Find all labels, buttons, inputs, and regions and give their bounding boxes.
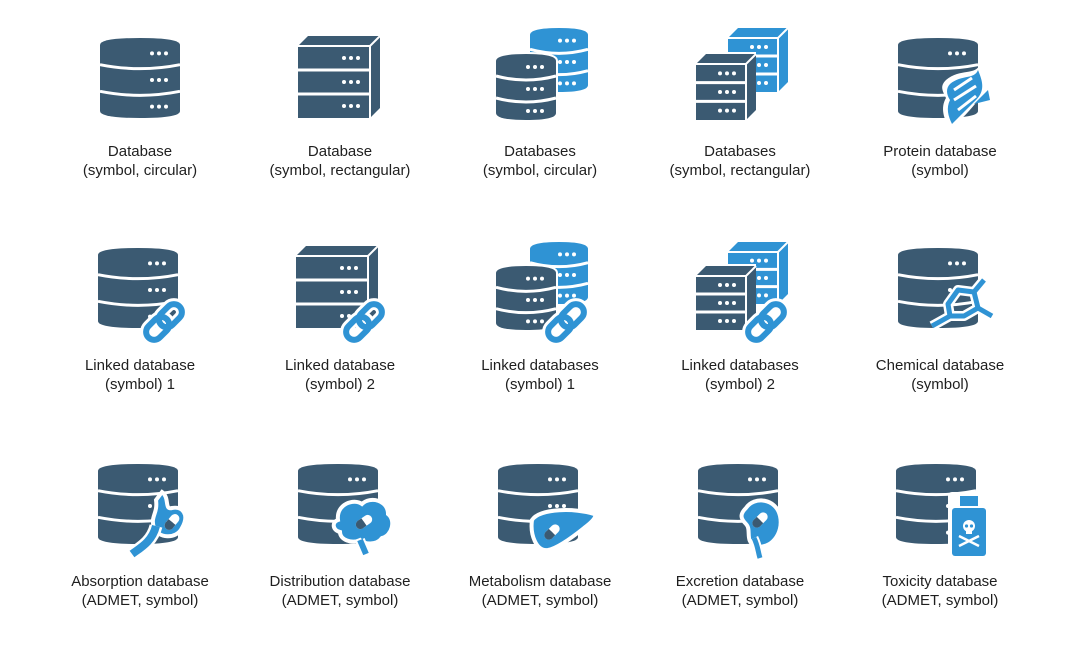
icon-label: Database (symbol, rectangular) bbox=[240, 142, 440, 180]
icon-label-line2: (symbol) 1 bbox=[504, 376, 575, 393]
icon-label-line2: (ADMET, symbol) bbox=[881, 592, 999, 609]
databases-circular-tile: Databases (symbol, circular) bbox=[440, 28, 640, 180]
database-rectangular-icon bbox=[298, 35, 381, 118]
distribution-database-icon bbox=[297, 464, 395, 556]
databases-circular-icon bbox=[494, 28, 589, 123]
icon-label-line1: Excretion database bbox=[675, 573, 805, 590]
icon-label-line2: (symbol) 2 bbox=[704, 376, 775, 393]
icon-label-line1: Database bbox=[107, 143, 173, 160]
linked-database-2-tile: Linked database (symbol) 2 bbox=[240, 242, 440, 394]
icon-label-line1: Databases bbox=[704, 143, 776, 160]
excretion-database-tile: Excretion database (ADMET, symbol) bbox=[640, 458, 840, 610]
icon-label-line2: (symbol, rectangular) bbox=[269, 162, 411, 179]
linked-database-2-icon bbox=[296, 245, 388, 346]
database-circular-tile: Database (symbol, circular) bbox=[40, 28, 240, 180]
protein-database-icon bbox=[897, 38, 990, 128]
metabolism-database-tile: Metabolism database (ADMET, symbol) bbox=[440, 458, 640, 610]
icon-label: Distribution database (ADMET, symbol) bbox=[240, 572, 440, 610]
icon-label: Linked databases (symbol) 2 bbox=[640, 356, 840, 394]
databases-rectangular-tile: Databases (symbol, rectangular) bbox=[640, 27, 840, 180]
icon-label-line1: Metabolism database bbox=[468, 573, 612, 590]
database-rectangular-tile: Database (symbol, rectangular) bbox=[240, 28, 440, 180]
chemical-database-icon bbox=[897, 248, 995, 331]
icon-label-line2: (symbol) 2 bbox=[304, 376, 375, 393]
toxicity-database-tile: Toxicity database (ADMET, symbol) bbox=[840, 458, 1040, 610]
linked-database-1-icon bbox=[97, 248, 188, 346]
linked-databases-2-tile: Linked databases (symbol) 2 bbox=[640, 241, 840, 394]
icon-label: Absorption database (ADMET, symbol) bbox=[40, 572, 240, 610]
icon-label-line1: Toxicity database bbox=[882, 573, 998, 590]
chemical-database-tile: Chemical database (symbol) bbox=[840, 242, 1040, 394]
linked-databases-1-tile: Linked databases (symbol) 1 bbox=[440, 242, 640, 394]
database-circular-icon bbox=[99, 38, 181, 118]
icon-label: Linked database (symbol) 2 bbox=[240, 356, 440, 394]
icon-label-line2: (ADMET, symbol) bbox=[681, 592, 799, 609]
icon-label-line2: (symbol) bbox=[911, 376, 969, 393]
icon-label-line1: Database bbox=[307, 143, 373, 160]
icon-label-line2: (symbol, circular) bbox=[82, 162, 198, 179]
linked-databases-1-icon bbox=[494, 242, 590, 346]
icon-label-line1: Linked database bbox=[284, 357, 396, 374]
linked-database-1-tile: Linked database (symbol) 1 bbox=[40, 242, 240, 394]
databases-rectangular-icon bbox=[694, 27, 789, 120]
icon-label-line2: (ADMET, symbol) bbox=[81, 592, 199, 609]
icon-label-line2: (symbol, rectangular) bbox=[669, 162, 811, 179]
icon-label-line1: Protein database bbox=[883, 143, 997, 160]
icon-label-line1: Databases bbox=[504, 143, 576, 160]
toxicity-database-icon bbox=[895, 464, 988, 558]
icon-label-line2: (ADMET, symbol) bbox=[481, 592, 599, 609]
distribution-database-tile: Distribution database (ADMET, symbol) bbox=[240, 458, 440, 610]
absorption-database-icon bbox=[97, 464, 188, 560]
icon-label-line2: (symbol, circular) bbox=[482, 162, 598, 179]
icon-label: Linked databases (symbol) 1 bbox=[440, 356, 640, 394]
icon-label: Database (symbol, circular) bbox=[40, 142, 240, 180]
protein-database-tile: Protein database (symbol) bbox=[840, 28, 1040, 180]
icon-label: Toxicity database (ADMET, symbol) bbox=[840, 572, 1040, 610]
metabolism-database-icon bbox=[497, 464, 598, 553]
icon-label-line2: (symbol) bbox=[911, 162, 969, 179]
icon-label-line1: Chemical database bbox=[875, 357, 1005, 374]
linked-databases-2-icon bbox=[694, 241, 790, 346]
icon-label: Metabolism database (ADMET, symbol) bbox=[440, 572, 640, 610]
icon-label-line1: Absorption database bbox=[71, 573, 209, 590]
icon-label-line1: Distribution database bbox=[269, 573, 411, 590]
icon-label-line1: Linked database bbox=[84, 357, 196, 374]
icon-label-line1: Linked databases bbox=[481, 357, 599, 374]
icon-label-line2: (ADMET, symbol) bbox=[281, 592, 399, 609]
icon-label: Chemical database (symbol) bbox=[840, 356, 1040, 394]
icon-label: Protein database (symbol) bbox=[840, 142, 1040, 180]
absorption-database-tile: Absorption database (ADMET, symbol) bbox=[40, 458, 240, 610]
icon-label: Databases (symbol, rectangular) bbox=[640, 142, 840, 180]
icon-label: Excretion database (ADMET, symbol) bbox=[640, 572, 840, 610]
icon-label-line2: (symbol) 1 bbox=[104, 376, 175, 393]
icon-label: Databases (symbol, circular) bbox=[440, 142, 640, 180]
icon-label: Linked database (symbol) 1 bbox=[40, 356, 240, 394]
icon-label-line1: Linked databases bbox=[681, 357, 799, 374]
excretion-database-icon bbox=[697, 464, 783, 560]
